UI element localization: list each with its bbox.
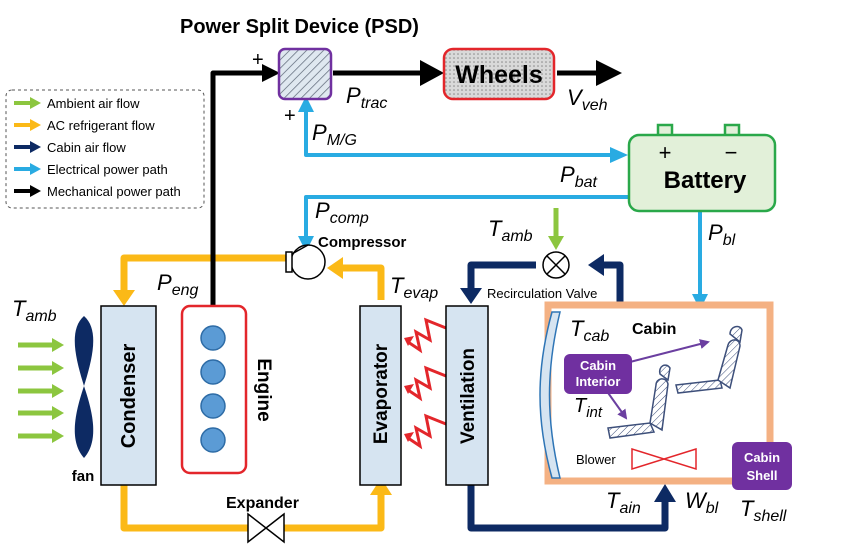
- legend-item: Electrical power path: [14, 162, 168, 177]
- t-amb-top-symbol: Tamb: [488, 216, 533, 245]
- cabin-air-arrowheads: [460, 254, 676, 502]
- psd-plus-top: +: [252, 49, 264, 71]
- battery-plus-sign: +: [659, 140, 672, 165]
- heat-transfer-arrowheads: [404, 336, 414, 442]
- cabin-air-loop: [467, 261, 669, 532]
- evaporator-block: Evaporator: [359, 305, 402, 486]
- legend-swatch-arrow: [30, 119, 41, 131]
- expander-label: Expander: [226, 495, 299, 512]
- cabin-shell-label-line1: Cabin: [744, 450, 780, 465]
- cabin-interior-label-line2: Interior: [576, 374, 621, 389]
- t-shell-symbol: Tshell: [740, 496, 787, 525]
- cabin-interior-label-line1: Cabin: [580, 358, 616, 373]
- t-ain-symbol: Tain: [606, 488, 641, 517]
- legend-label: AC refrigerant flow: [47, 118, 155, 133]
- recirculation-valve-label: Recirculation Valve: [487, 286, 597, 301]
- cabin-label: Cabin: [632, 321, 676, 338]
- compressor-symbol: [285, 244, 326, 280]
- p-comp-symbol: Pcomp: [315, 198, 369, 227]
- psd-plus-bottom: +: [284, 105, 296, 127]
- p-eng-symbol: Peng: [157, 270, 198, 299]
- evaporator-label: Evaporator: [371, 343, 392, 444]
- legend-item: AC refrigerant flow: [14, 118, 155, 133]
- front-seat-icon: [607, 364, 671, 439]
- legend-swatch-arrow: [30, 163, 41, 175]
- cabin-shell-box: Cabin Shell: [732, 442, 792, 490]
- p-trac-symbol: Ptrac: [346, 83, 387, 112]
- wheels-block: Wheels: [442, 47, 556, 101]
- power-split-device: [277, 47, 333, 101]
- v-veh-symbol: Vveh: [567, 85, 608, 114]
- page-title: Power Split Device (PSD): [180, 16, 419, 38]
- legend-label: Mechanical power path: [47, 184, 181, 199]
- expander-valve-symbol: [247, 512, 285, 544]
- t-evap-symbol: Tevap: [390, 273, 438, 302]
- t-cab-symbol: Tcab: [570, 316, 609, 345]
- legend-label: Ambient air flow: [47, 96, 140, 111]
- recirculation-valve-symbol: [542, 251, 570, 279]
- ambient-air-arrows: [18, 208, 564, 443]
- refrigerant-arrowheads: [113, 257, 392, 495]
- condenser-block: Condenser: [100, 305, 157, 486]
- p-mg-symbol: PM/G: [312, 120, 357, 149]
- condenser-label: Condenser: [118, 344, 140, 449]
- mechanical-arrowheads: [262, 60, 622, 86]
- battery-block: + − Battery: [627, 123, 777, 213]
- fan-symbol: [74, 316, 94, 458]
- compressor-label: Compressor: [318, 234, 407, 251]
- t-int-symbol: Tint: [574, 395, 603, 421]
- legend-swatch-arrow: [30, 141, 41, 153]
- p-bl-symbol: Pbl: [708, 220, 736, 249]
- legend-swatch-arrow: [30, 185, 41, 197]
- engine-label: Engine: [253, 358, 274, 421]
- p-bat-symbol: Pbat: [560, 162, 597, 191]
- cabin-interior-callout: Cabin Interior: [564, 339, 710, 420]
- legend-label: Electrical power path: [47, 162, 168, 177]
- ventilation-block: Ventilation: [445, 305, 489, 486]
- mechanical-path: [210, 70, 598, 306]
- t-amb-left-symbol: Tamb: [12, 296, 57, 325]
- variable-labels: Ptrac Vveh PM/G Pbat Pcomp Pbl Peng Tamb…: [12, 83, 787, 525]
- battery-minus-sign: −: [725, 140, 738, 165]
- legend-item: Mechanical power path: [14, 184, 181, 199]
- heat-transfer-zigzags: [407, 317, 447, 450]
- blower-symbol: [631, 447, 697, 471]
- fan-label: fan: [72, 468, 95, 485]
- electrical-path: [304, 110, 702, 296]
- ventilation-label: Ventilation: [458, 348, 479, 444]
- legend-label: Cabin air flow: [47, 140, 126, 155]
- w-bl-symbol: Wbl: [685, 488, 719, 517]
- legend: Ambient air flow AC refrigerant flowCabin…: [5, 89, 205, 209]
- blower-label: Blower: [576, 452, 616, 467]
- battery-label: Battery: [664, 167, 747, 194]
- engine-block: [180, 304, 248, 475]
- wheels-label: Wheels: [455, 61, 543, 89]
- legend-item: Ambient air flow: [14, 96, 140, 111]
- refrigerant-loop: [120, 254, 385, 532]
- cabin-shell-label-line2: Shell: [746, 468, 777, 483]
- rear-seat-icon: [675, 325, 743, 394]
- legend-item: Cabin air flow: [14, 140, 126, 155]
- legend-swatch-arrow: [30, 97, 41, 109]
